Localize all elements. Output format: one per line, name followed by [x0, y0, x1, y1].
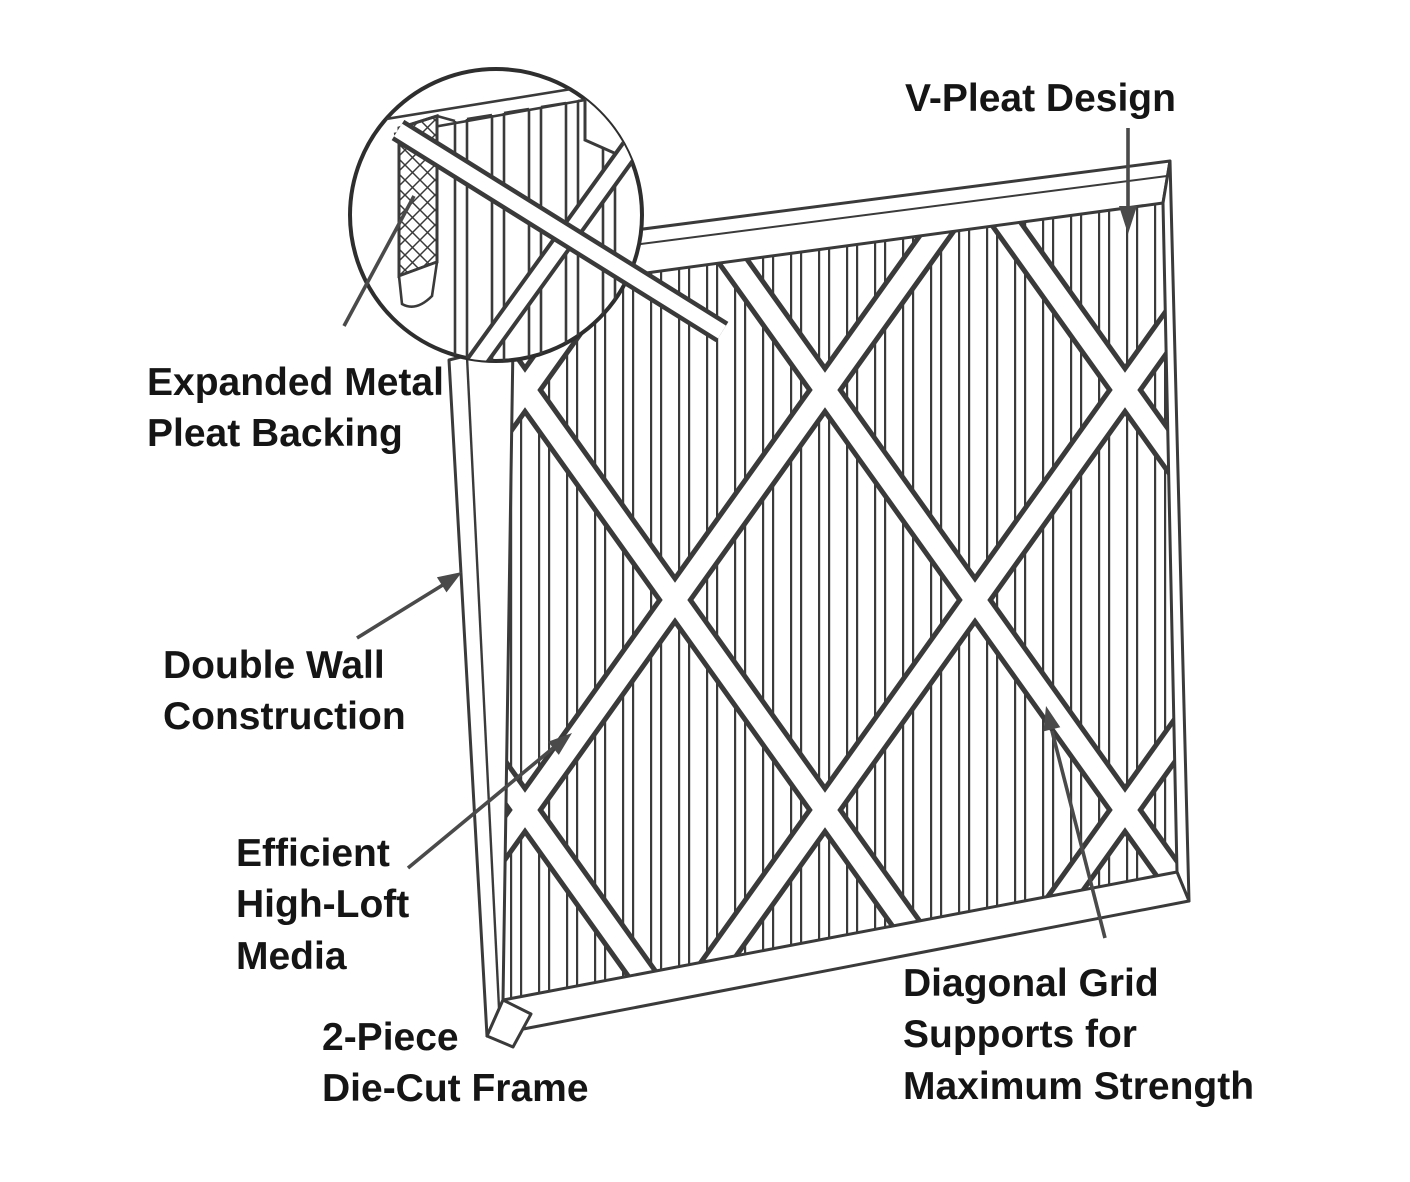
- label-diagonal-grid-supports: Diagonal Grid Supports for Maximum Stren…: [903, 958, 1254, 1112]
- label-line: Media: [236, 934, 347, 978]
- diagonal-grid-arrow: [1043, 706, 1107, 939]
- label-line: V-Pleat Design: [905, 77, 1176, 120]
- label-line: High-Loft: [236, 883, 410, 927]
- pleat-top-edge: [379, 84, 591, 122]
- label-line: Efficient: [236, 832, 390, 875]
- frame-corner-foot: [485, 998, 533, 1049]
- magnified-support-rod-a: [391, 119, 729, 343]
- label-v-pleat-design: V-Pleat Design: [905, 73, 1176, 124]
- v-pleat-arrow: [1119, 128, 1137, 234]
- label-line: Double Wall: [163, 644, 385, 687]
- label-line: Die-Cut Frame: [322, 1067, 589, 1111]
- label-2-piece-die-cut-frame: 2-Piece Die-Cut Frame: [322, 1012, 589, 1115]
- double-wall-arrow: [356, 572, 462, 640]
- label-line: 2-Piece: [322, 1016, 459, 1059]
- pleat-media-lines: [503, 203, 1177, 1000]
- magnified-support-rod-b: [463, 131, 642, 361]
- pleat-fold-flap: [397, 260, 439, 308]
- label-line: Supports for: [903, 1013, 1137, 1057]
- high-loft-media-arrow: [406, 733, 572, 870]
- label-line: Pleat Backing: [147, 412, 403, 456]
- label-double-wall-construction: Double Wall Construction: [163, 640, 406, 743]
- label-efficient-high-loft-media: Efficient High-Loft Media: [236, 828, 409, 982]
- frame-left-double-wall: [447, 342, 515, 1038]
- expanded-metal-leader-line: [342, 195, 416, 327]
- label-line: Diagonal Grid: [903, 962, 1159, 1005]
- filter-face: [503, 203, 1177, 1000]
- double-wall-inner-line: [465, 356, 501, 1009]
- label-line: Maximum Strength: [903, 1064, 1255, 1108]
- label-line: Construction: [163, 695, 406, 739]
- label-line: Expanded Metal: [147, 361, 444, 404]
- label-expanded-metal-pleat-backing: Expanded Metal Pleat Backing: [147, 357, 444, 460]
